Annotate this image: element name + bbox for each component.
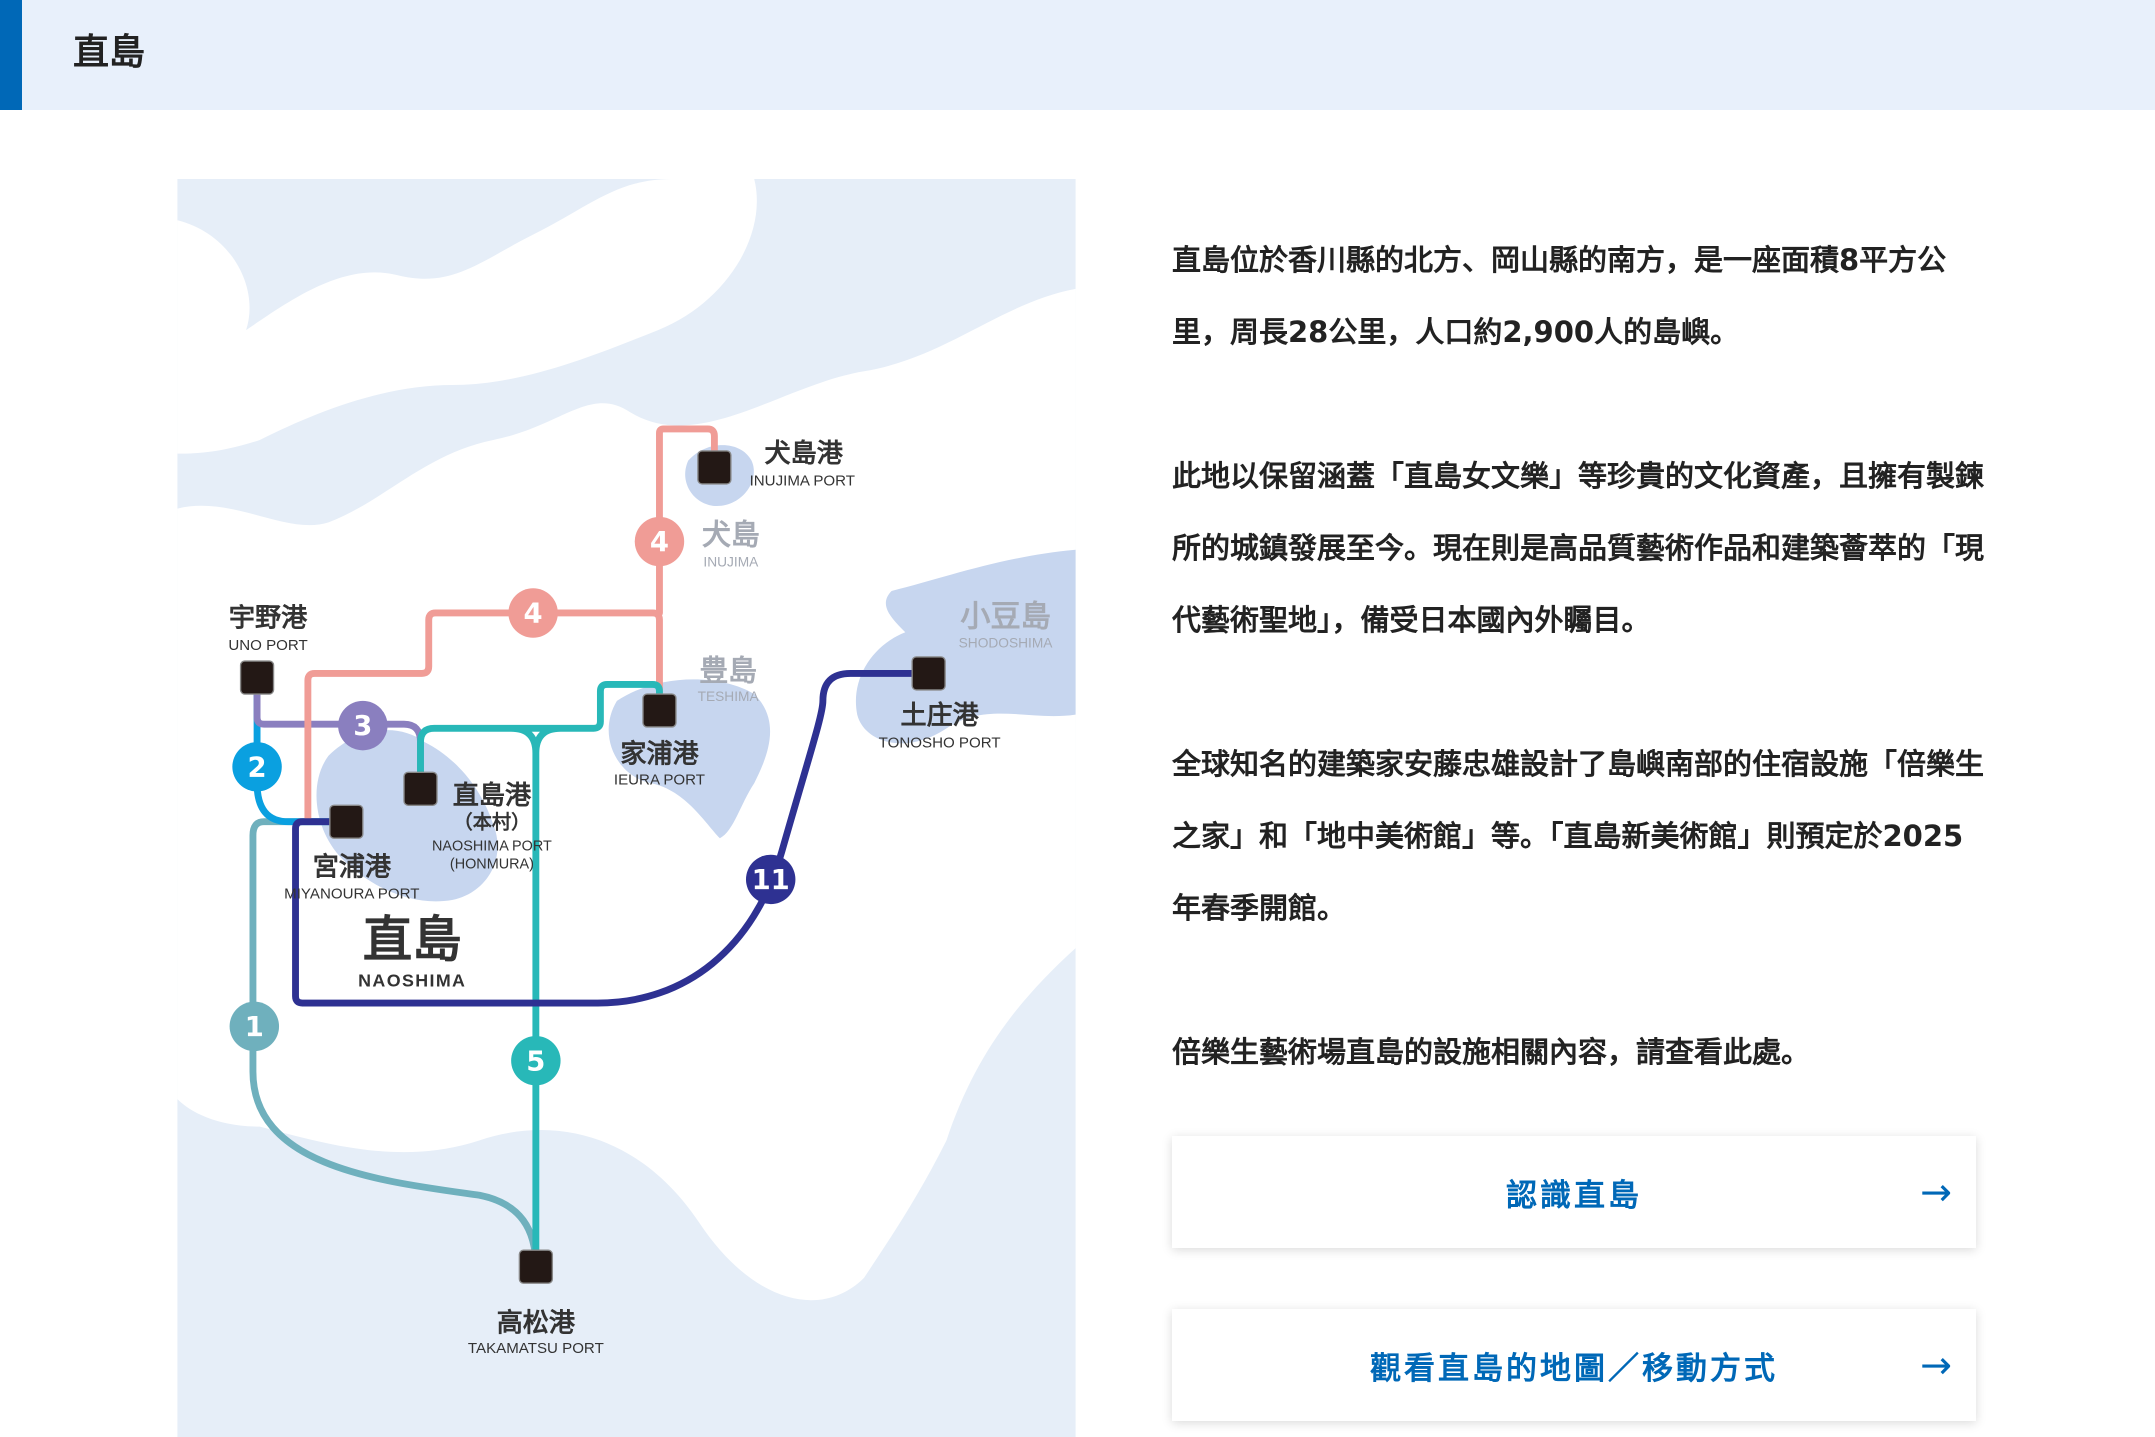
svg-text:3: 3 bbox=[353, 711, 372, 742]
label-inujima-island: 犬島 bbox=[702, 517, 760, 551]
label-honmura-sub: （本村） bbox=[453, 811, 530, 834]
page-title: 直島 bbox=[73, 32, 146, 73]
label-takamatsu-port-en: TAKAMATSU PORT bbox=[468, 1340, 604, 1357]
label-inujima-port-en: INUJIMA PORT bbox=[750, 472, 855, 489]
route-2-badge: 2 bbox=[232, 742, 282, 792]
station-uno[interactable] bbox=[239, 660, 275, 695]
route-4-badge: 4 bbox=[508, 588, 558, 638]
svg-text:5: 5 bbox=[526, 1046, 545, 1077]
label-miyanoura-port-en: MIYANOURA PORT bbox=[284, 886, 419, 903]
station-inujima[interactable] bbox=[697, 450, 732, 485]
sea-north bbox=[177, 179, 757, 454]
description-paragraph: 全球知名的建築家安藤忠雄設計了島嶼南部的住宿設施「倍樂生之家」和「地中美術館」等… bbox=[1172, 747, 1985, 925]
station-takamatsu[interactable] bbox=[518, 1249, 554, 1284]
sea bbox=[177, 288, 1076, 1301]
label-naoshima-island: 直島 bbox=[363, 910, 462, 968]
label-shodoshima-island: 小豆島 bbox=[960, 600, 1051, 635]
label-tonosho-port-en: TONOSHO PORT bbox=[879, 735, 1001, 752]
label-miyanoura-port: 宮浦港 bbox=[313, 851, 392, 882]
label-takamatsu-port: 高松港 bbox=[497, 1307, 576, 1338]
arrow-right-icon: → bbox=[1920, 1170, 1952, 1214]
route-3-badge: 3 bbox=[338, 700, 388, 751]
svg-text:4: 4 bbox=[524, 599, 543, 630]
route-4-badge-north: 4 bbox=[634, 516, 685, 567]
label-teshima-island: 豊島 bbox=[699, 653, 757, 687]
label-shodoshima-island-en: SHODOSHIMA bbox=[959, 635, 1054, 650]
station-tonosho[interactable] bbox=[911, 656, 946, 691]
route-5-badge: 5 bbox=[511, 1035, 561, 1086]
label-tonosho-port: 土庄港 bbox=[901, 700, 980, 731]
route-11-badge: 11 bbox=[745, 854, 796, 905]
map-access-label: 觀看直島的地圖／移動方式 bbox=[1370, 1350, 1778, 1387]
label-honmura-port-en: NAOSHIMA PORT bbox=[432, 839, 552, 855]
label-teshima-island-en: TESHIMA bbox=[698, 689, 760, 704]
arrow-right-icon: → bbox=[1920, 1343, 1952, 1387]
label-uno-port-en: UNO PORT bbox=[228, 637, 307, 654]
description-paragraph: 此地以保留涵蓋「直島女文樂」等珍貴的文化資產，且擁有製鍊所的城鎮發展至今。現在則… bbox=[1172, 459, 1985, 637]
svg-text:1: 1 bbox=[245, 1012, 264, 1043]
label-naoshima-island-en: NAOSHIMA bbox=[358, 971, 466, 991]
island-shodoshima bbox=[855, 549, 1076, 744]
svg-text:4: 4 bbox=[650, 527, 669, 558]
station-honmura[interactable] bbox=[403, 771, 438, 806]
station-ieura[interactable] bbox=[642, 693, 677, 728]
page-header: 直島 bbox=[0, 0, 2155, 110]
description: 直島位於香川縣的北方、岡山縣的南方，是一座面積8平方公里，周長28公里，人口約2… bbox=[1172, 224, 1992, 1160]
label-inujima-island-en: INUJIMA bbox=[703, 554, 759, 569]
route-5-line bbox=[417, 680, 663, 1271]
island-naoshima bbox=[316, 730, 498, 902]
route-1-badge: 1 bbox=[229, 1001, 280, 1052]
route-4-line bbox=[304, 425, 718, 826]
svg-text:11: 11 bbox=[752, 865, 790, 896]
label-uno-port: 宇野港 bbox=[229, 604, 308, 634]
route-map: 1 2 3 4 4 5 11 犬島港 INUJIMA PORT 犬島 INUJI… bbox=[177, 179, 1076, 1437]
about-naoshima-label: 認識直島 bbox=[1506, 1177, 1642, 1214]
description-paragraph: 倍樂生藝術場直島的設施相關內容，請查看此處。 bbox=[1172, 1035, 1811, 1069]
header-accent-bar bbox=[0, 0, 22, 110]
route-11-line bbox=[292, 669, 933, 1007]
label-inujima-port: 犬島港 bbox=[765, 439, 844, 469]
label-ieura-port-en: IEURA PORT bbox=[614, 772, 705, 789]
svg-text:2: 2 bbox=[248, 752, 267, 783]
map-access-button[interactable]: 觀看直島的地圖／移動方式 → bbox=[1172, 1309, 1976, 1421]
about-naoshima-button[interactable]: 認識直島 → bbox=[1172, 1136, 1976, 1248]
label-ieura-port: 家浦港 bbox=[620, 739, 699, 770]
label-honmura-port: 直島港 bbox=[453, 781, 532, 811]
station-miyanoura[interactable] bbox=[329, 804, 364, 839]
description-paragraph: 直島位於香川縣的北方、岡山縣的南方，是一座面積8平方公里，周長28公里，人口約2… bbox=[1172, 243, 1947, 349]
route-1-line bbox=[249, 818, 540, 1271]
label-honmura-sub-en: (HONMURA) bbox=[450, 856, 534, 872]
